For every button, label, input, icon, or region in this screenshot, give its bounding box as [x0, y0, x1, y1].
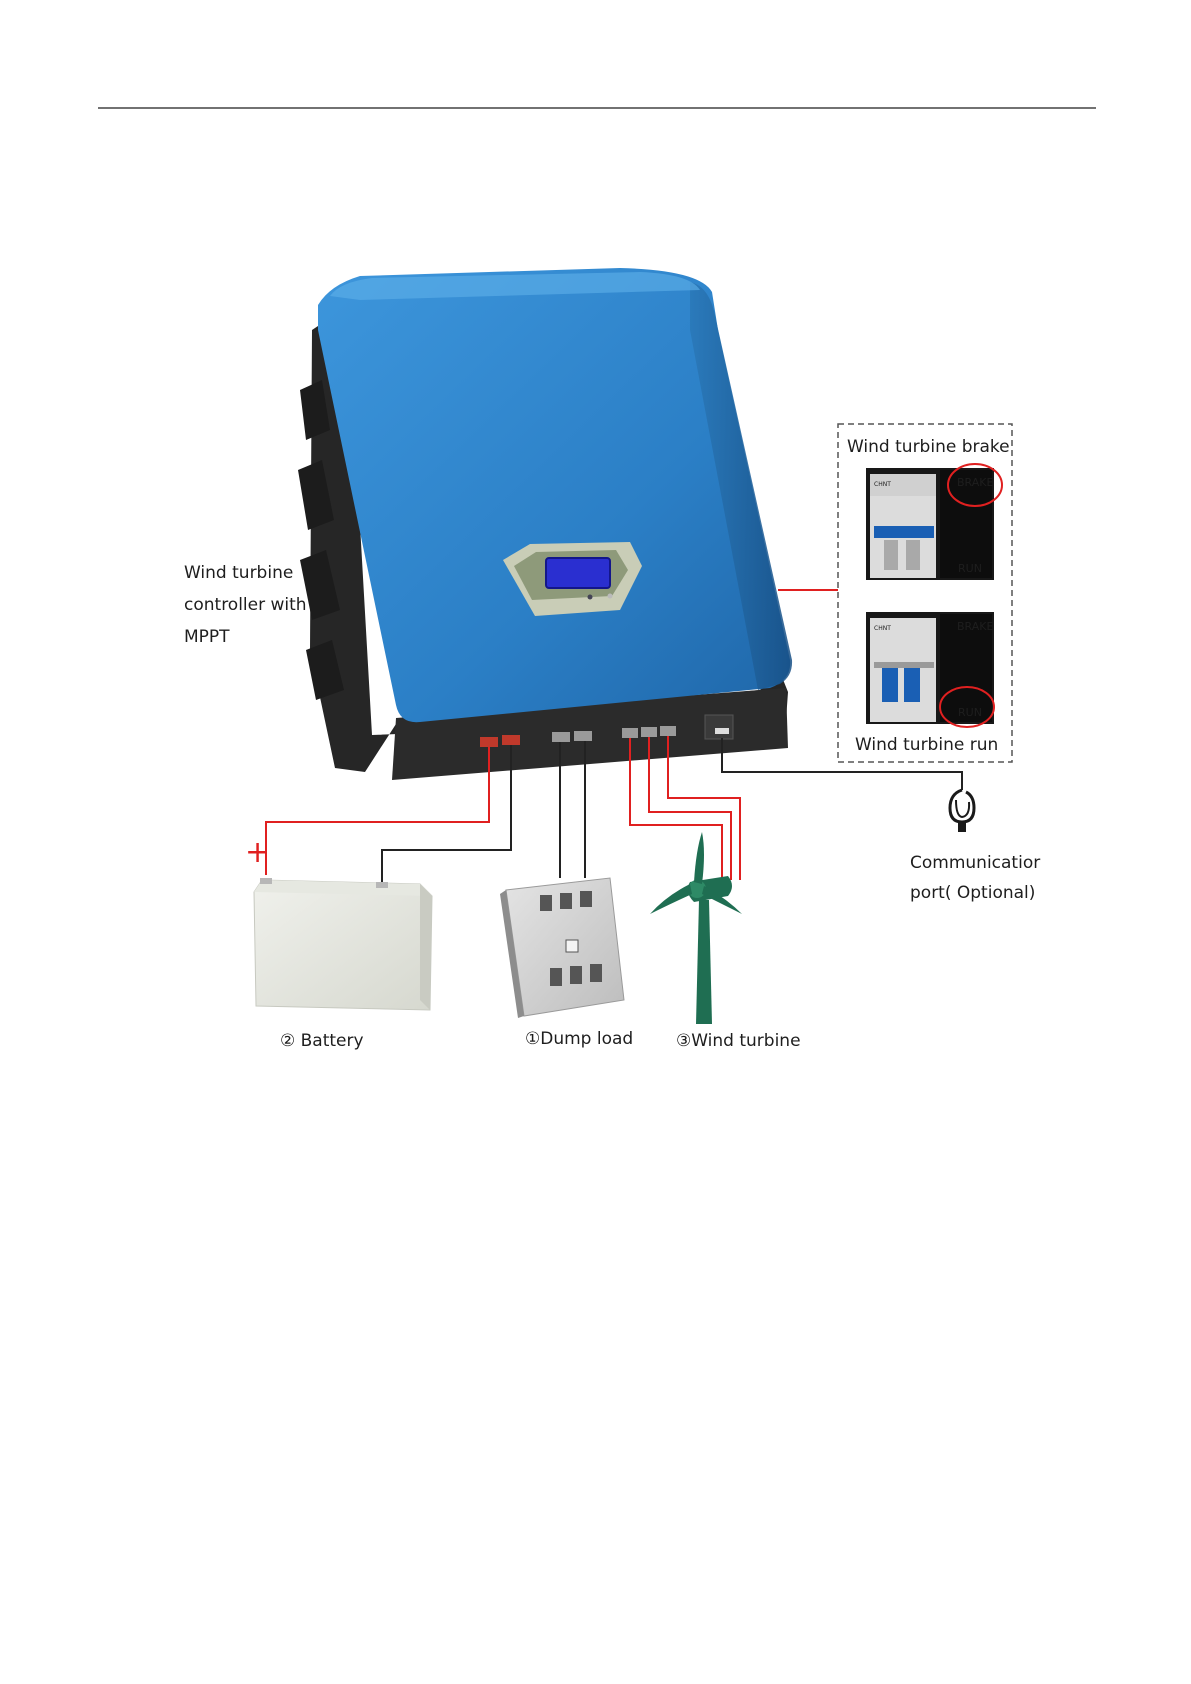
comm-cable-icon — [950, 790, 974, 822]
battery-plus-symbol: + — [245, 835, 270, 870]
controller-unit — [298, 268, 792, 780]
run-text-top: RUN — [958, 562, 982, 575]
comm-label-line2: port( Optional) — [910, 883, 1035, 903]
battery: + ② Battery — [245, 835, 432, 1051]
battery-negative-terminal — [376, 882, 388, 888]
brake-text-bottom: BRAKE — [957, 620, 993, 633]
breaker-brand-top: CHNT — [874, 481, 891, 488]
lcd-screen — [546, 558, 610, 588]
battery-body — [254, 880, 432, 1010]
turbine-wire-2 — [649, 737, 731, 880]
controller-label-line3: MPPT — [184, 627, 230, 647]
brake-text-top: BRAKE — [957, 476, 993, 489]
turbine-wire-3 — [668, 736, 740, 880]
dump-load-label: ①Dump load — [525, 1029, 633, 1049]
turbine-blade-top — [694, 832, 704, 884]
battery-side — [420, 884, 432, 1010]
dump-load-indicator — [566, 940, 578, 952]
comm-port: Communicatior port( Optional) — [910, 790, 1040, 903]
controller-label-line2: controller with — [184, 595, 307, 615]
run-title: Wind turbine run — [855, 735, 998, 755]
breaker-photo-run: CHNT BRAKE RUN — [866, 612, 994, 727]
battery-label: ② Battery — [280, 1031, 364, 1051]
turbine-tower — [696, 900, 712, 1024]
dump-load: ①Dump load — [500, 878, 633, 1049]
breaker-brand-bottom: CHNT — [874, 625, 891, 632]
controller-label-line1: Wind turbine — [184, 563, 293, 583]
battery-positive-terminal — [260, 878, 272, 884]
controller-label: Wind turbine controller with MPPT — [184, 563, 307, 647]
wind-turbine: ③Wind turbine — [650, 832, 801, 1051]
brake-title: Wind turbine brake — [847, 437, 1010, 457]
comm-label-line1: Communicatior — [910, 853, 1040, 873]
breaker-photo-brake: CHNT BRAKE RUN — [866, 464, 1002, 580]
breaker-panel: Wind turbine brake CHNT BRAKE RUN CHNT B… — [838, 424, 1012, 762]
run-text-bottom: RUN — [958, 706, 982, 719]
turbine-blade-left — [650, 884, 692, 914]
comm-cable-plug — [958, 822, 966, 832]
lcd-indicator-dot — [588, 595, 593, 600]
wind-turbine-label: ③Wind turbine — [676, 1031, 801, 1051]
lcd-button — [608, 594, 613, 599]
comm-port-socket — [705, 715, 733, 739]
